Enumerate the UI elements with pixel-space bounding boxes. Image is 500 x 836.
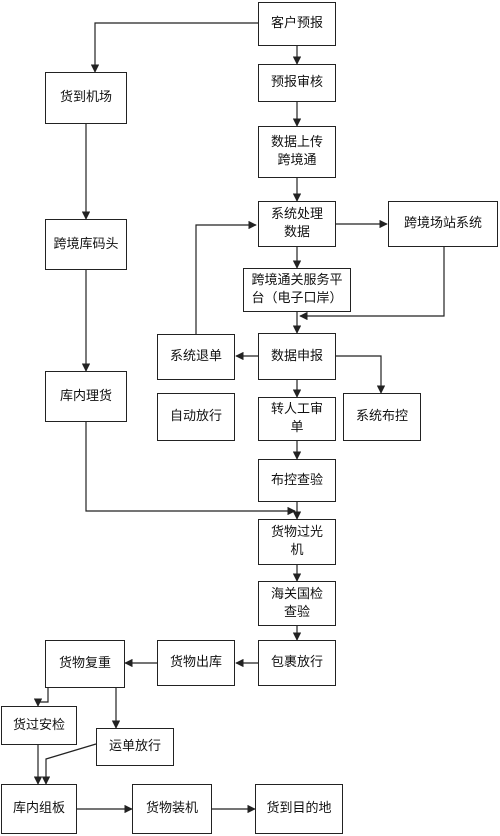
- node-label: 自动放行: [169, 409, 222, 424]
- node-label: 库内理货: [59, 388, 112, 404]
- node-label: 系统布控: [355, 409, 408, 424]
- node-xray-scan: 货物过光机: [258, 519, 336, 565]
- node-cross-border-station: 跨境场站系统: [388, 201, 498, 247]
- node-label: 跨境通关服务平台（电子口岸）: [251, 273, 343, 306]
- node-label: 货过安检: [12, 717, 65, 733]
- node-system-reject: 系统退单: [157, 334, 235, 380]
- node-label: 包裹放行: [270, 655, 323, 670]
- node-label: 系统处理数据: [270, 207, 323, 240]
- node-auto-release: 自动放行: [157, 393, 235, 441]
- arrow-n8-n4: [195, 220, 257, 334]
- node-label: 数据申报: [270, 348, 323, 364]
- node-goods-outbound: 货物出库: [157, 640, 235, 686]
- arrow-n5-n7: [299, 247, 445, 321]
- node-label: 数据上传跨境通: [270, 135, 323, 168]
- node-goods-loading: 货物装机: [132, 784, 212, 834]
- node-label: 货物装机: [145, 801, 198, 816]
- node-customs-inspection: 海关国检查验: [258, 581, 336, 626]
- node-label: 货物过光机: [270, 525, 323, 558]
- node-goods-destination: 货到目的地: [255, 784, 343, 834]
- node-goods-arrive-airport: 货到机场: [45, 72, 127, 124]
- node-package-release: 包裹放行: [258, 640, 336, 686]
- node-warehouse-sorting: 库内理货: [45, 371, 127, 422]
- node-data-declaration: 数据申报: [258, 333, 336, 380]
- node-label: 转人工审单: [270, 402, 323, 435]
- node-label: 运单放行: [108, 739, 161, 754]
- node-goods-reweigh: 货物复重: [45, 640, 125, 688]
- node-label: 跨境库码头: [53, 236, 119, 252]
- arrow-l3-n13: [85, 422, 296, 516]
- node-label: 跨境场站系统: [403, 216, 482, 231]
- node-label: 库内组板: [12, 801, 65, 816]
- arrow-n19-n20: [41, 743, 97, 785]
- node-system-process: 系统处理数据: [258, 201, 336, 247]
- node-upload-data: 数据上传跨境通: [258, 126, 336, 178]
- arrow-n1-l1: [90, 22, 258, 73]
- node-label: 货到目的地: [266, 801, 332, 816]
- node-label: 货物出库: [169, 655, 222, 670]
- node-warehouse-palletize: 库内组板: [1, 784, 77, 834]
- node-customer-forecast: 客户预报: [258, 2, 336, 46]
- node-waybill-release: 运单放行: [96, 728, 174, 766]
- node-system-control: 系统布控: [343, 393, 421, 441]
- node-warehouse-dock: 跨境库码头: [45, 219, 127, 270]
- node-label: 预报审核: [270, 75, 323, 90]
- node-security-check: 货过安检: [1, 706, 77, 745]
- node-forecast-review: 预报审核: [258, 64, 336, 102]
- node-label: 布控查验: [270, 472, 323, 488]
- node-label: 货到机场: [59, 90, 112, 105]
- arrow-n17-n18: [33, 688, 49, 707]
- node-customs-platform: 跨境通关服务平台（电子口岸）: [243, 268, 351, 312]
- node-label: 货物复重: [58, 656, 111, 671]
- node-label: 客户预报: [270, 16, 323, 31]
- node-label: 海关国检查验: [270, 586, 323, 620]
- node-control-inspection: 布控查验: [258, 459, 336, 502]
- node-manual-review: 转人工审单: [258, 397, 336, 441]
- node-label: 系统退单: [169, 349, 222, 364]
- arrow-n7-n9: [336, 355, 386, 394]
